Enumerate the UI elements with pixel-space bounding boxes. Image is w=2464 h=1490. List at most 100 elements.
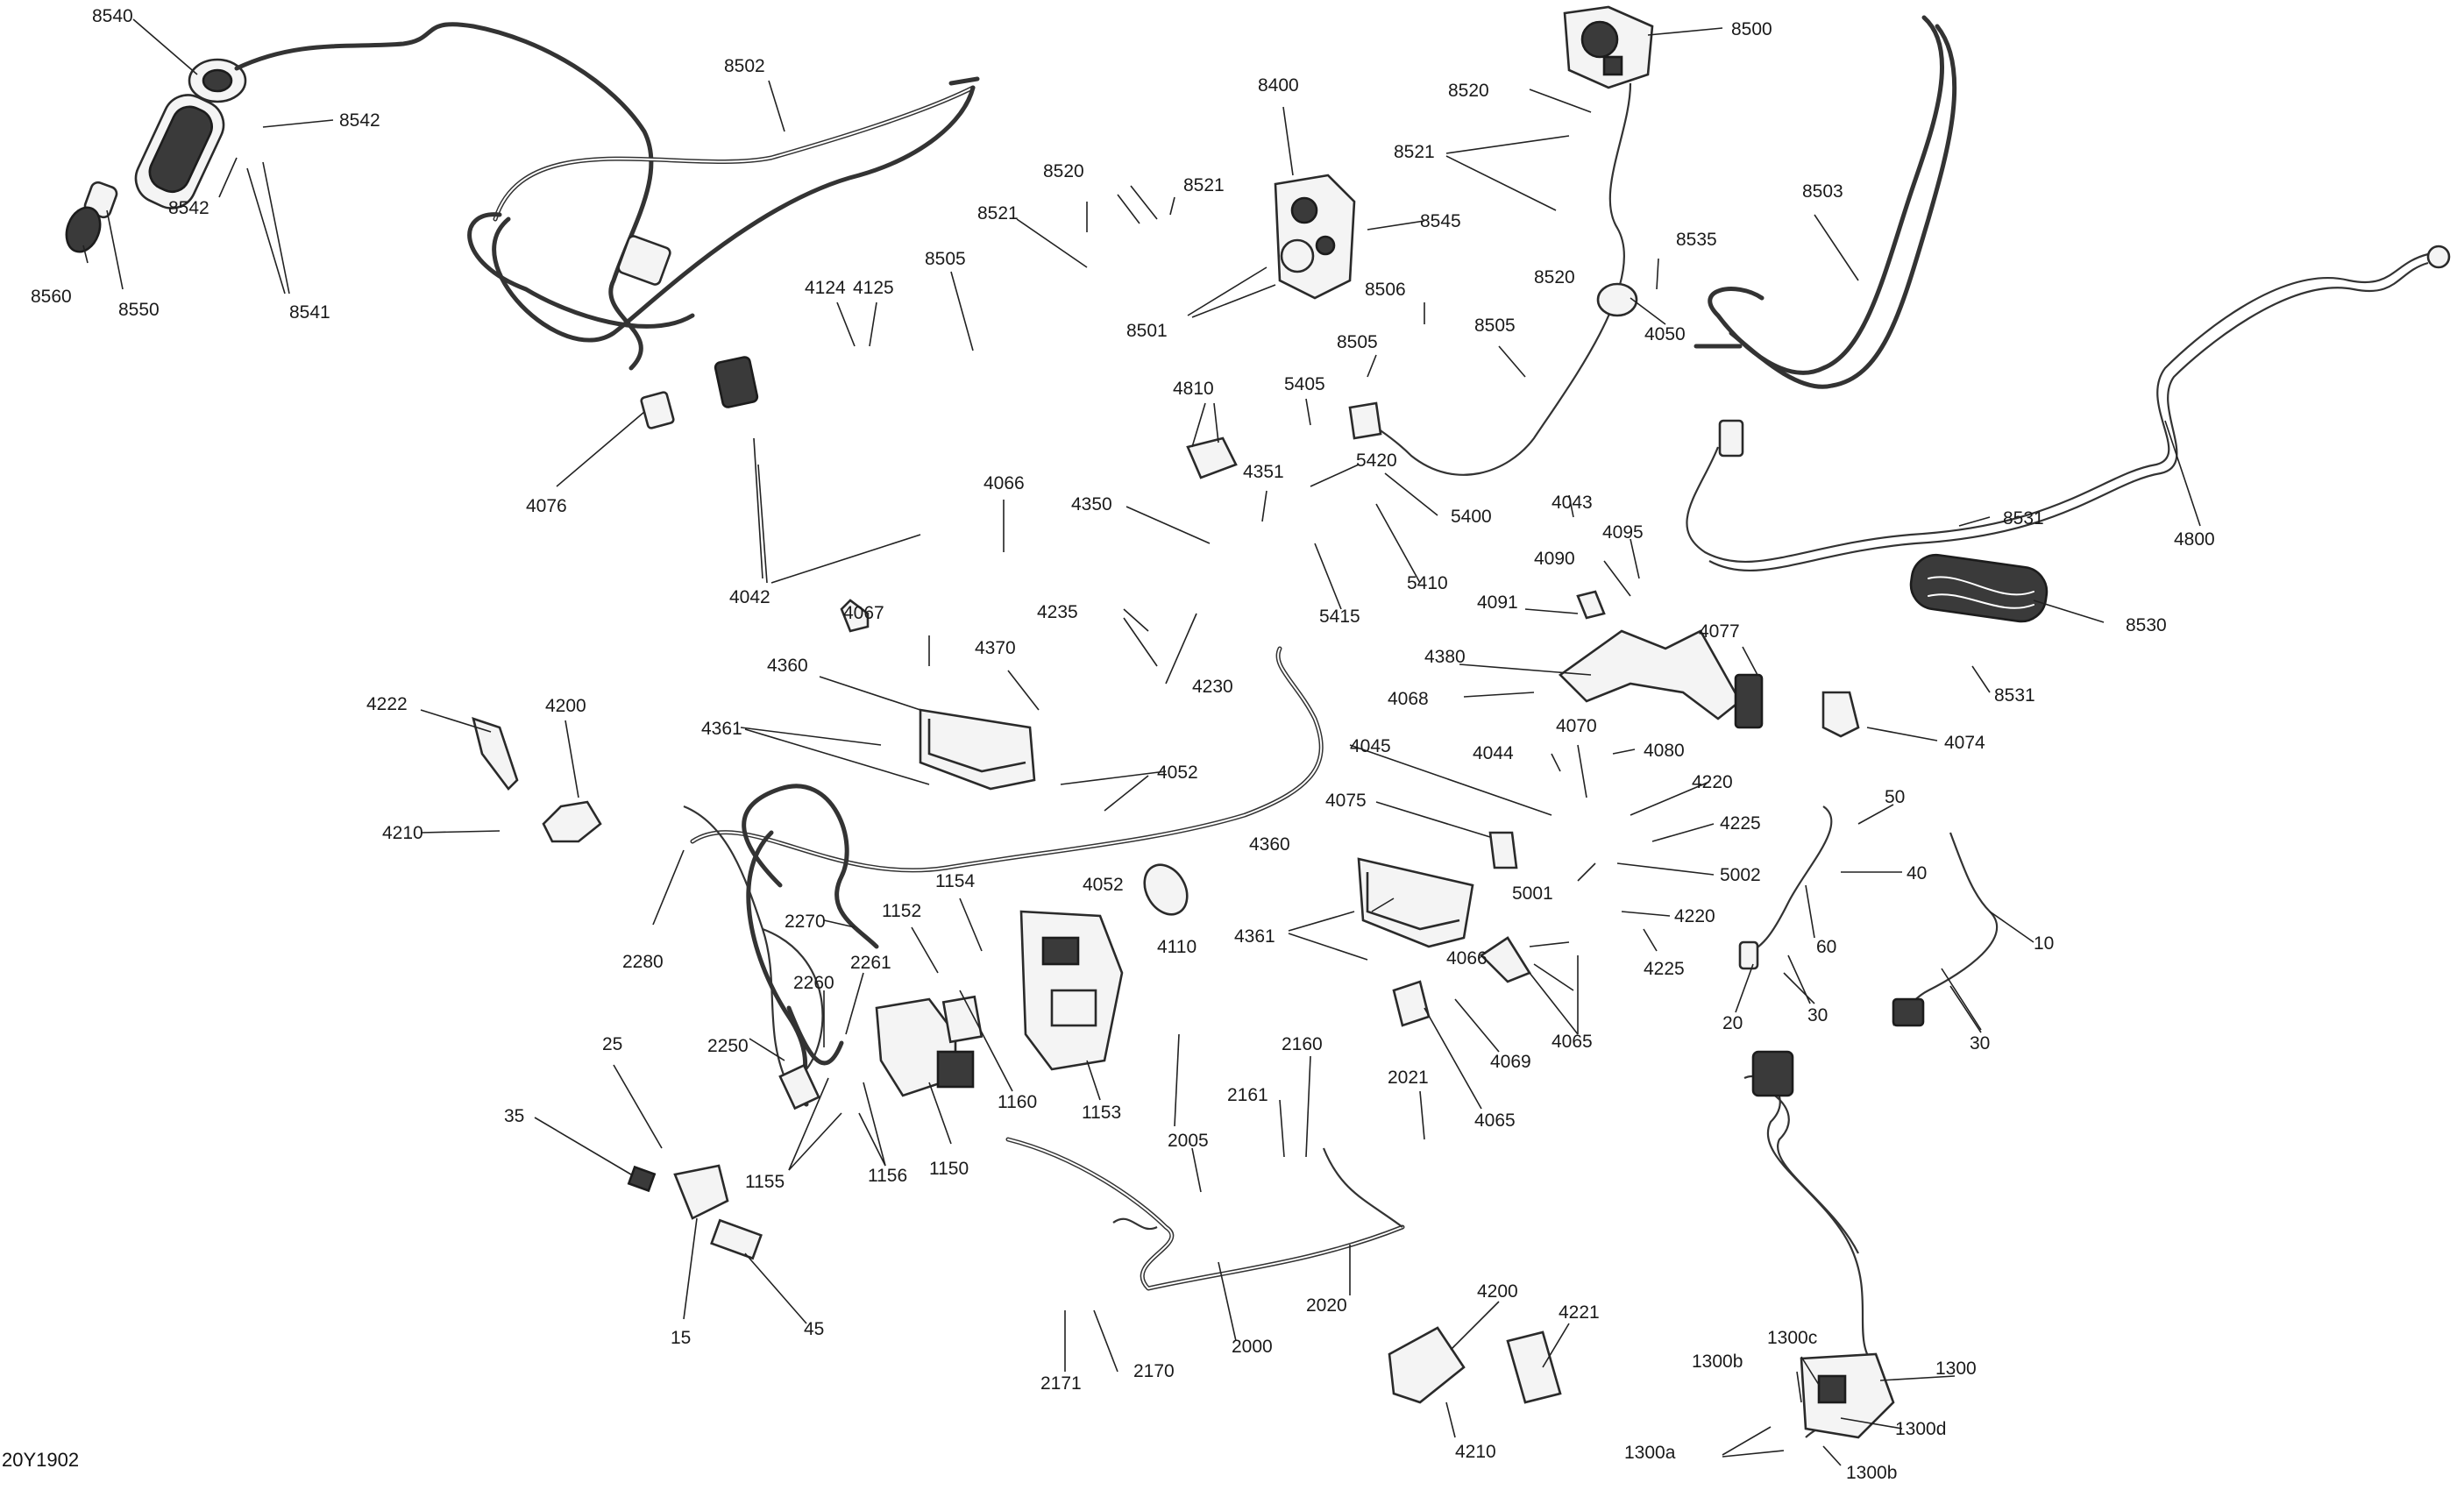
callout: 25 <box>602 1034 622 1054</box>
module-8400-icon <box>1274 174 1356 300</box>
callout: 8550 <box>118 300 160 320</box>
callout: 1300a <box>1624 1443 1676 1463</box>
callout: 40 <box>1907 863 1927 883</box>
callout: 50 <box>1885 787 1905 807</box>
callout: 5002 <box>1720 865 1761 885</box>
relay-15-icon <box>627 1164 763 1260</box>
callout: 4110 <box>1157 937 1196 957</box>
callout: 8535 <box>1676 230 1717 250</box>
callout: 4052 <box>1157 763 1198 783</box>
callout: 4077 <box>1699 621 1740 642</box>
callout: 4370 <box>975 638 1016 658</box>
callout: 5400 <box>1451 507 1492 527</box>
callout: 2260 <box>793 973 834 993</box>
callout: 8520 <box>1448 81 1489 101</box>
callout: 4090 <box>1534 549 1575 569</box>
callout: 4050 <box>1644 324 1686 344</box>
callout: 4066 <box>983 473 1025 493</box>
callout: 4065 <box>1474 1110 1516 1131</box>
callout: 1156 <box>868 1166 907 1186</box>
callout-labels: 8540 8542 8542 8541 8541 8560 8550 8502 … <box>31 6 2215 1483</box>
part-drawings <box>65 5 2451 1439</box>
callout: 4044 <box>1473 743 1514 763</box>
callout: 4068 <box>1388 689 1429 709</box>
callout: 2171 <box>1040 1373 1082 1394</box>
callout: 30 <box>1807 1005 1828 1025</box>
callout: 8540 <box>92 6 133 26</box>
callout: 2270 <box>785 912 826 932</box>
callout: 4221 <box>1559 1302 1600 1323</box>
callout: 4235 <box>1037 602 1078 622</box>
callout: 4210 <box>382 823 423 843</box>
callout: 4124 <box>805 278 846 298</box>
relay-1300-icon <box>1743 1050 1895 1439</box>
callout: 4351 <box>1243 462 1284 482</box>
callout: 60 <box>1816 937 1836 957</box>
callout: 1153 <box>1082 1103 1121 1123</box>
callout: 4210 <box>1455 1442 1496 1462</box>
callout: 4361 <box>701 719 742 739</box>
callout: 1300d <box>1895 1419 1946 1439</box>
callout: 2170 <box>1133 1361 1175 1381</box>
callout: 4200 <box>1477 1281 1518 1302</box>
callout: 4225 <box>1644 959 1685 979</box>
callout: 4091 <box>1477 592 1518 613</box>
callout: 4042 <box>729 587 770 607</box>
callout: 8502 <box>724 56 765 76</box>
callout: 5420 <box>1356 451 1397 471</box>
callout: 4075 <box>1325 791 1367 811</box>
callout: 8542 <box>339 110 380 131</box>
harness-2250-icon <box>683 805 824 1110</box>
callout: 4080 <box>1644 741 1685 761</box>
callout: 4200 <box>545 696 586 716</box>
callout: 4095 <box>1602 522 1644 543</box>
callout: 4125 <box>853 278 894 298</box>
callout: 4361 <box>1234 926 1275 947</box>
callout: 4220 <box>1674 906 1715 926</box>
callout: 8503 <box>1802 181 1843 202</box>
harness-4090-icon <box>1558 629 1860 738</box>
throttle-housing-8500-icon <box>1349 5 1654 476</box>
callout: 8520 <box>1534 267 1575 287</box>
callout: 35 <box>504 1106 524 1126</box>
callout: 8521 <box>1394 142 1435 162</box>
callout: 8531 <box>1994 685 2035 706</box>
callout: 2261 <box>850 953 891 973</box>
callout: 5410 <box>1407 573 1448 593</box>
grip-8530-icon <box>1909 553 2049 623</box>
callout: 4070 <box>1556 716 1597 736</box>
callout: 8400 <box>1258 75 1299 96</box>
harness-8503-icon <box>1694 15 1957 389</box>
harness-10-icon <box>1738 805 1998 1027</box>
callout: 4350 <box>1071 494 1112 514</box>
figure-code: 20Y1902 <box>2 1449 79 1471</box>
callout: 8521 <box>1183 175 1225 195</box>
callout: 4076 <box>526 496 567 516</box>
callout: 2020 <box>1306 1295 1347 1316</box>
bracket-4360-right-icon <box>1357 857 1474 948</box>
callout: 1300b <box>1692 1352 1743 1372</box>
callout: 4230 <box>1192 677 1233 697</box>
small-parts-icon <box>472 282 1638 1027</box>
callout: 4380 <box>1424 647 1466 667</box>
callout: 4069 <box>1490 1052 1531 1072</box>
callout: 5415 <box>1319 607 1360 627</box>
callout: 1160 <box>998 1092 1037 1112</box>
callout: 45 <box>804 1319 824 1339</box>
callout: 8500 <box>1731 19 1772 39</box>
callout: 2280 <box>622 952 664 972</box>
callout: 4222 <box>366 694 408 714</box>
callout: 4074 <box>1944 733 1985 753</box>
callout: 8530 <box>2126 615 2167 635</box>
callout: 4360 <box>767 656 808 676</box>
callout: 1300b <box>1846 1463 1897 1483</box>
callout: 4066 <box>1446 948 1488 968</box>
callout: 8520 <box>1043 161 1084 181</box>
callout: 15 <box>671 1328 691 1348</box>
callout: 1300c <box>1767 1328 1817 1348</box>
callout: 8545 <box>1420 211 1461 231</box>
harness-2000-icon <box>1005 1137 1405 1291</box>
callout: 4810 <box>1173 379 1214 399</box>
clip-4200-lower-icon <box>1388 1326 1562 1404</box>
